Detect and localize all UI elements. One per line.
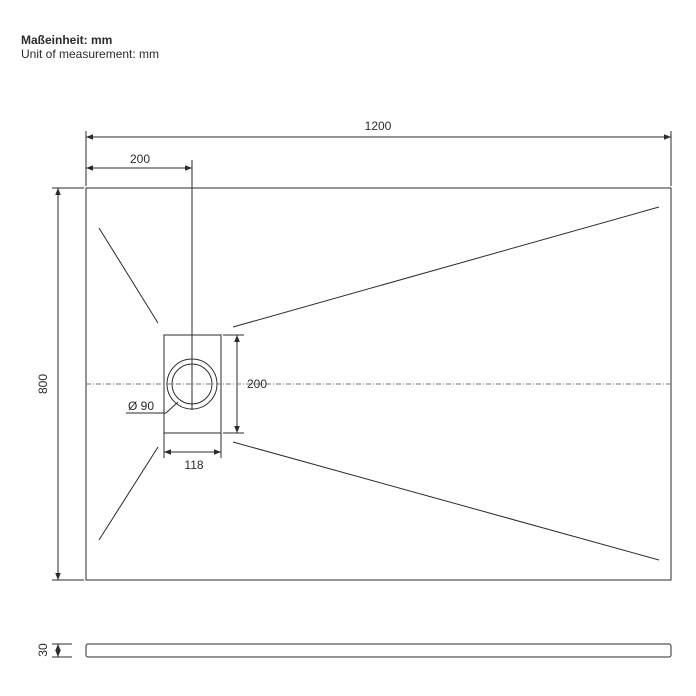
unit-label-de: Maßeinheit: mm <box>21 33 113 47</box>
slope-line-bottom-left <box>98 446 159 541</box>
slope-line-top-right <box>232 206 660 328</box>
slope-line-bottom-right <box>232 441 660 561</box>
slope-line-top-left <box>98 227 159 324</box>
label-drain-diameter: Ø 90 <box>128 399 154 413</box>
label-drain-height: 200 <box>247 377 267 391</box>
unit-label-en: Unit of measurement: mm <box>21 47 160 61</box>
label-height: 800 <box>36 374 50 394</box>
unit-header: Maßeinheit: mm Unit of measurement: mm <box>21 33 159 61</box>
dim-diameter-leader <box>126 401 179 414</box>
label-drain-width: 118 <box>184 458 203 472</box>
label-drain-offset: 200 <box>130 152 150 166</box>
label-thickness: 30 <box>36 643 50 657</box>
label-width: 1200 <box>365 119 392 133</box>
tray-side-view <box>85 643 672 658</box>
